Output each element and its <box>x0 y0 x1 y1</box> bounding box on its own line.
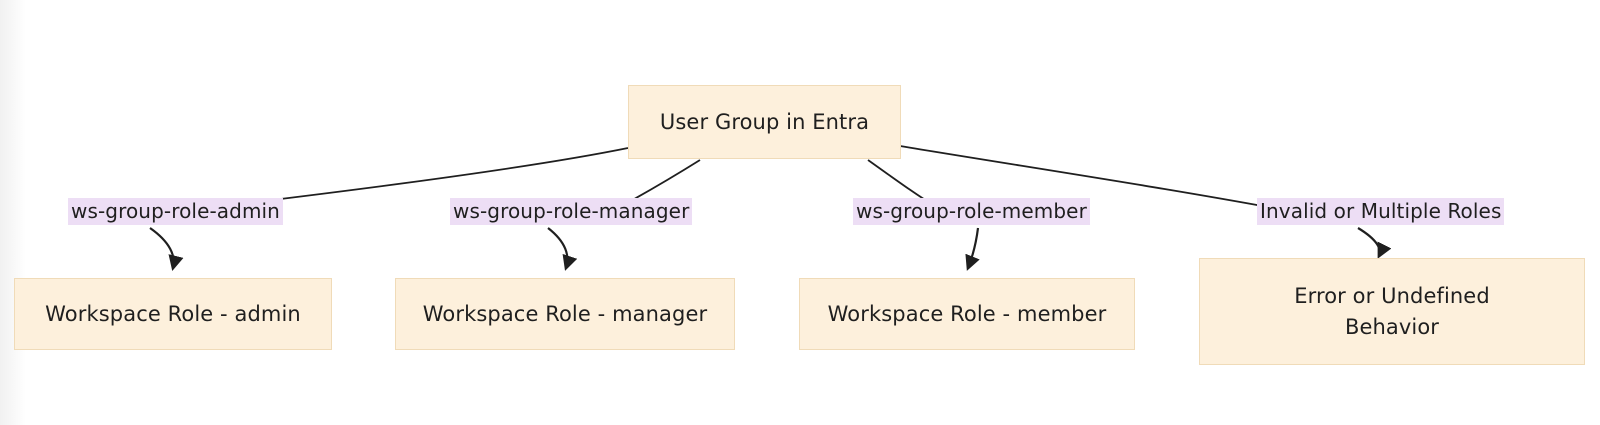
node-label-error-line2: Behavior <box>1344 314 1440 339</box>
node-workspace-role-admin[interactable]: Workspace Role - admin <box>14 278 332 350</box>
edge-label-ws-group-role-admin: ws-group-role-admin <box>68 198 283 226</box>
node-label-error-line1: Error or Undefined <box>1294 284 1490 309</box>
node-label-root: User Group in Entra <box>659 109 870 134</box>
node-label-manager: Workspace Role - manager <box>422 301 708 326</box>
edge-label-invalid-or-multiple-roles: Invalid or Multiple Roles <box>1257 198 1505 226</box>
node-workspace-role-member[interactable]: Workspace Role - member <box>799 278 1135 350</box>
edge-member-label-to-node <box>965 227 980 271</box>
edge-error-label-to-node <box>1357 227 1392 259</box>
node-label-member: Workspace Role - member <box>827 301 1107 326</box>
edge-admin-label-to-node <box>149 227 184 271</box>
edge-root-to-error-upper <box>899 145 1301 214</box>
edge-label-ws-group-role-manager: ws-group-role-manager <box>450 198 693 226</box>
node-workspace-role-manager[interactable]: Workspace Role - manager <box>395 278 735 350</box>
edge-label-ws-group-role-member: ws-group-role-member <box>853 198 1090 226</box>
node-label-admin: Workspace Role - admin <box>45 301 301 326</box>
edge-manager-label-to-node <box>547 227 578 271</box>
node-error-or-undefined-behavior[interactable]: Error or Undefined Behavior <box>1199 258 1585 365</box>
node-user-group-in-entra[interactable]: User Group in Entra <box>628 85 901 159</box>
